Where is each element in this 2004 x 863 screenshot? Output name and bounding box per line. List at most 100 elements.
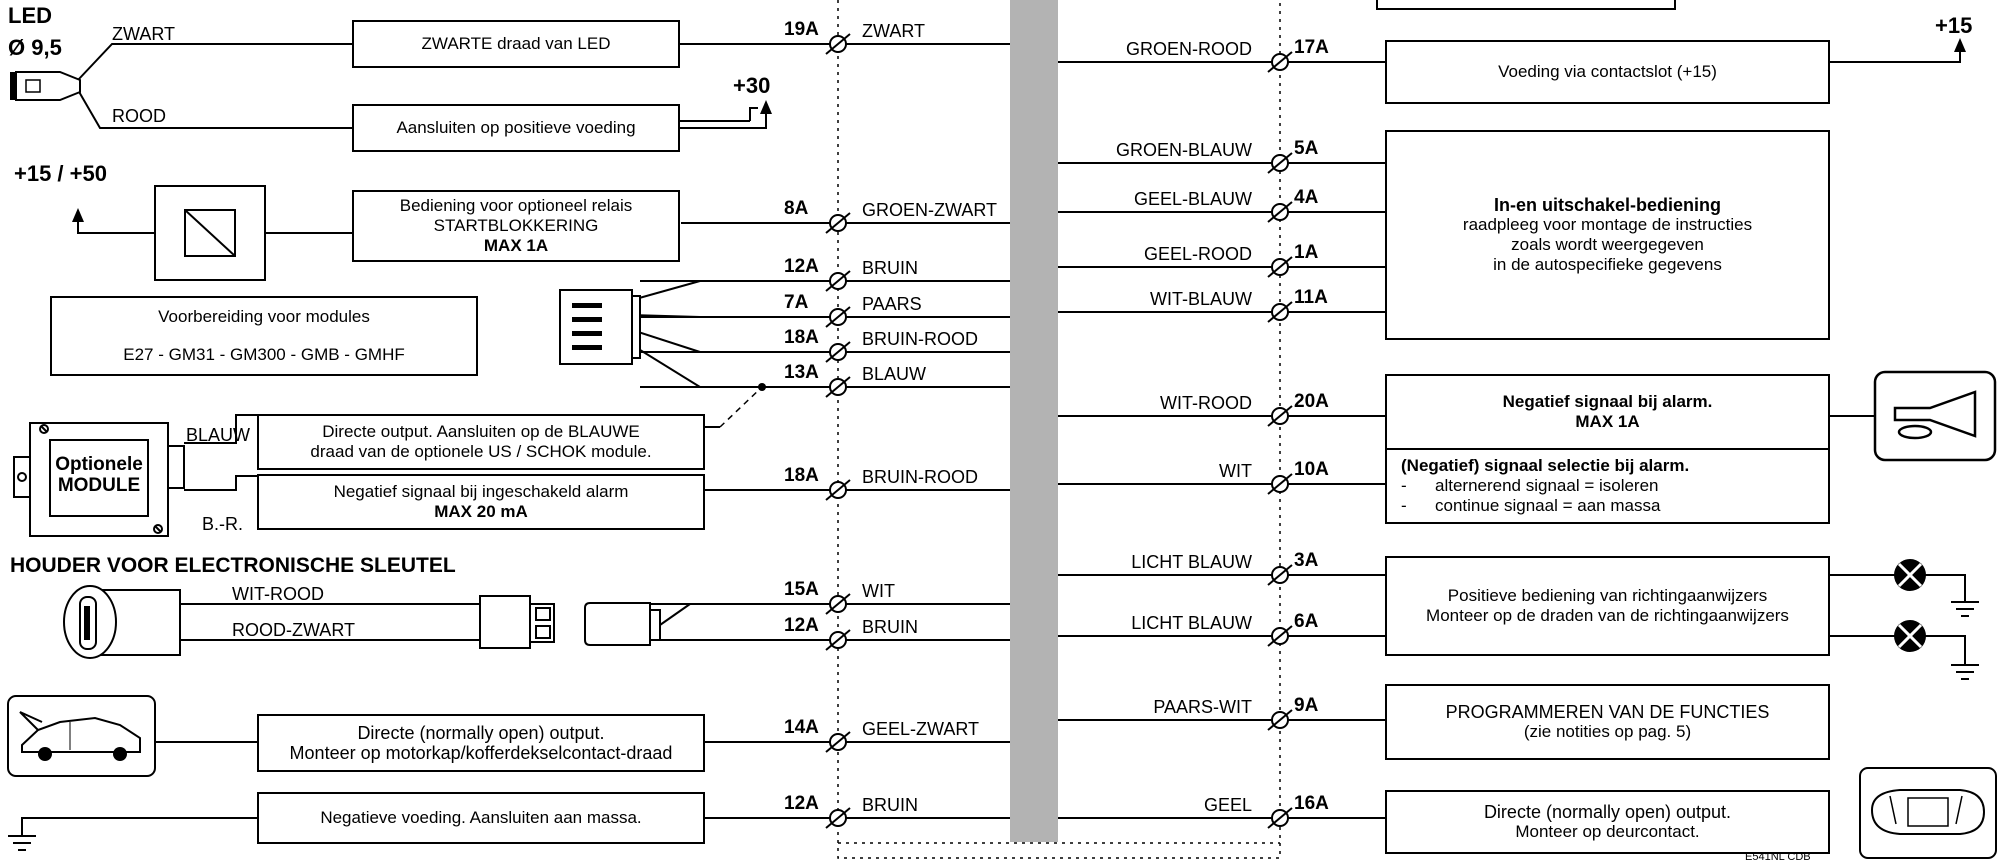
pin-junction-stroke [1267,709,1293,731]
pin-junction-stroke [1267,51,1293,73]
pin-number-right: 1A [1294,242,1319,263]
pin-number-right: 3A [1294,550,1319,571]
pin-junction-stroke [825,306,851,328]
pin-junction-stroke [1267,405,1293,427]
wire-label-left: BLAUW [862,364,927,384]
pin-number-left: 18A [784,465,819,486]
led-title: LED [8,3,52,28]
key-wire-1: WIT-ROOD [232,584,324,604]
voltage-plus15-50: +15 / +50 [14,161,107,186]
wire-label-left: BRUIN [862,795,919,815]
box-zwarte-draad: ZWARTE draad van LED [352,20,680,68]
key-wire-2: ROOD-ZWART [232,620,355,640]
pin-junction-stroke [825,807,851,829]
box-richting: Positieve bediening van richtingaanwijze… [1385,556,1830,656]
wire-label-right: GROEN-BLAUW [1115,140,1252,160]
box-bediening: In-en uitschakel-bediening raadpleeg voo… [1385,130,1830,340]
led-wire-red-label: ROOD [112,106,166,126]
wire-label-left: ZWART [862,21,925,41]
pin-junction-stroke [1267,564,1293,586]
wire-label-left: PAARS [862,294,922,314]
wire-label-right: WIT-BLAUW [1150,289,1252,309]
pin-symbols-left [825,33,851,829]
wire-label-left: WIT [862,581,895,601]
car-door-icon [1859,767,1997,859]
pin-number-left: 8A [784,198,809,219]
wire-label-right: GEEL-ROOD [1143,244,1252,264]
central-connector [1010,0,1058,842]
pin-number-left: 15A [784,579,819,600]
wire-label-right: WIT-ROOD [1160,393,1252,413]
box-deur: Directe (normally open) output.Monteer o… [1385,790,1830,854]
box-positieve-voeding: Aansluiten op positieve voeding [352,104,680,152]
pin-symbols-right [1267,51,1293,829]
module-link-dashed [719,386,763,428]
box-motorkap: Directe (normally open) output.Monteer o… [257,714,705,772]
box-voeding: Voeding via contactslot (+15) [1385,40,1830,104]
pin-number-right: 11A [1294,287,1328,308]
box-program: PROGRAMMEREN VAN DE FUNCTIES(zie notitie… [1385,684,1830,760]
module-wire-br: B.-R. [202,514,244,534]
pin-number-right: 17A [1294,37,1329,58]
pin-number-right: 4A [1294,187,1319,208]
wire-label-right: GROEN-ROOD [1126,39,1252,59]
pin-junction-stroke [1267,625,1293,647]
wire-label-left: BRUIN [862,258,919,278]
module-label-2: MODULE [57,475,141,496]
pin-junction-stroke [825,270,851,292]
drawing-code: E541NL CDB [1745,851,1811,863]
wire-label-left: BRUIN-ROOD [862,467,978,487]
box-top-partial [1376,0,1676,10]
wire-label-right: LICHT BLAUW [1131,613,1252,633]
lamp-icon [1894,559,1926,652]
pin-number-left: 18A [784,327,819,348]
wire-label-right: WIT [1219,461,1252,481]
pin-junction-stroke [825,593,851,615]
pin-number-right: 16A [1294,793,1329,814]
wire-label-left: BRUIN-ROOD [862,329,978,349]
led-icon [10,71,81,101]
pin-junction-stroke [825,33,851,55]
pin-number-left: 7A [784,292,809,313]
pin-junction-stroke [825,341,851,363]
pin-number-right: 5A [1294,138,1319,159]
wire-label-left: BRUIN [862,617,919,637]
pin-junction-stroke [1267,301,1293,323]
module-label-1: Optionele [55,454,143,475]
wire-label-right: PAARS-WIT [1153,697,1252,717]
pin-number-left: 12A [784,793,819,814]
pin-junction-stroke [825,731,851,753]
pin-junction-stroke [1267,201,1293,223]
box-selectie: (Negatief) signaal selectie bij alarm. -… [1385,448,1830,524]
pin-number-right: 10A [1294,459,1329,480]
pin-junction-stroke [825,376,851,398]
pin-junction-stroke [825,629,851,651]
optional-module-icon [13,422,185,537]
wire-label-left: GEEL-ZWART [862,719,980,739]
key-connector-icon [479,595,661,649]
relay-icon [154,185,266,281]
pin-junction-stroke [1267,256,1293,278]
wire-label-right: GEEL [1203,795,1252,815]
module-connector-icon [559,289,641,365]
led-wire-black-label: ZWART [112,24,175,44]
pin-junction-stroke [1267,473,1293,495]
pin-number-right: 6A [1294,611,1319,632]
connector-outline [837,0,1281,859]
pin-number-left: 12A [784,615,819,636]
pin-number-left: 13A [784,362,819,383]
voltage-plus30: +30 [733,73,771,98]
pin-junction-stroke [1267,807,1293,829]
pin-junction-stroke [1267,152,1293,174]
pin-number-left: 12A [784,256,819,277]
pin-number-right: 20A [1294,391,1329,412]
key-holder-title: HOUDER VOOR ELECTRONISCHE SLEUTEL [10,554,456,577]
pin-number-left: 19A [784,19,819,40]
wire-label-left: GROEN-ZWART [862,200,997,220]
pin-number-left: 14A [784,717,819,738]
